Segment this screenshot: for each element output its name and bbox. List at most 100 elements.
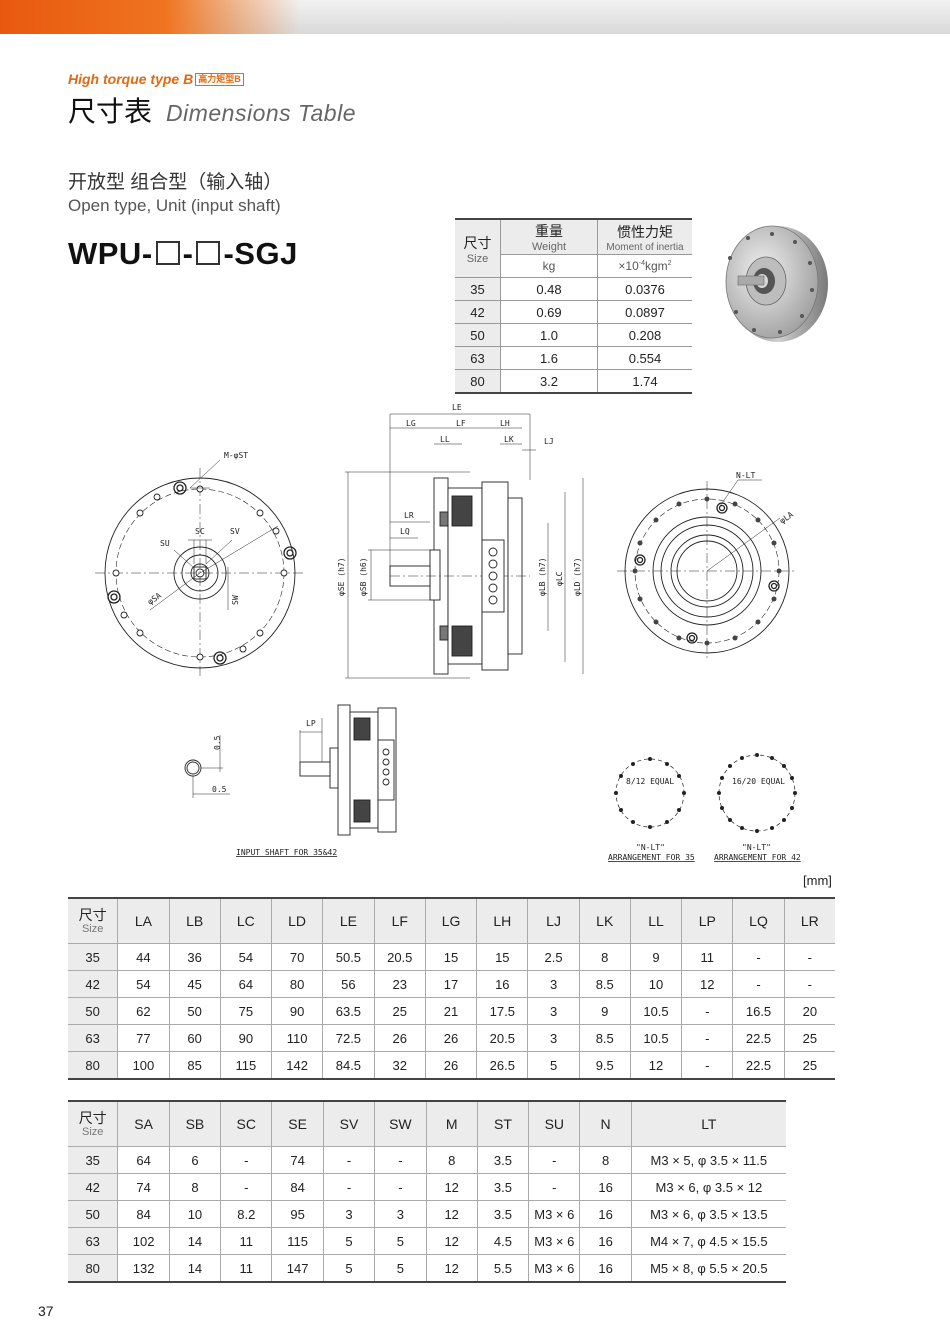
value-cell-se: 74 (271, 1146, 324, 1174)
size-header-en: Size (81, 1125, 104, 1138)
value-cell-lg: 15 (425, 943, 478, 971)
value-cell-lq: - (732, 970, 785, 998)
front-view (95, 459, 305, 678)
pattern-35-caption-2: ARRANGEMENT FOR 35 (608, 853, 695, 862)
inertia-cell: 0.554 (597, 346, 692, 370)
column-header-se: SE (271, 1101, 324, 1147)
value-cell-le: 63.5 (322, 997, 375, 1025)
value-cell-ll: 10.5 (630, 1024, 683, 1052)
value-cell-la: 77 (117, 1024, 170, 1052)
value-cell-sw: 3 (374, 1200, 427, 1228)
value-cell-lj: 5 (527, 1051, 580, 1080)
value-cell-sa: 84 (117, 1200, 170, 1228)
size-header-cn: 尺寸 (78, 1109, 107, 1126)
column-header-lc: LC (220, 898, 272, 944)
label-dim-horizontal: 0.5 (212, 785, 227, 794)
value-cell-lc: 90 (220, 1024, 272, 1052)
column-header-lp: LP (681, 898, 734, 944)
model-size-box (155, 241, 180, 265)
value-cell-lb: 60 (169, 1024, 221, 1052)
value-cell-ll: 10.5 (630, 997, 683, 1025)
value-cell-n: 8 (579, 1146, 632, 1174)
size-cell: 80 (68, 1254, 119, 1283)
value-cell-lf: 26 (374, 1024, 426, 1052)
label-lb: φLB (h7) (538, 557, 547, 596)
value-cell-m: 12 (426, 1227, 478, 1255)
value-cell-lc: 115 (220, 1051, 272, 1080)
value-cell-st: 3.5 (477, 1173, 530, 1201)
size-cell: 42 (455, 300, 501, 324)
value-cell-sc: 8.2 (220, 1200, 273, 1228)
label-sb: φSB (h6) (359, 557, 368, 596)
size-cell: 42 (68, 1173, 119, 1201)
size-cell: 50 (455, 323, 501, 347)
value-cell-sb: 10 (169, 1200, 222, 1228)
label-n-lt: N-LT (736, 471, 755, 480)
value-cell-lp: 12 (681, 970, 734, 998)
value-cell-su: M3 × 6 (528, 1254, 581, 1283)
subtitle-cn: 开放型 组合型（输入轴） (68, 172, 283, 193)
size-cell: 63 (68, 1024, 119, 1052)
value-cell-lc: 54 (220, 943, 272, 971)
weight-cell: 1.0 (500, 323, 598, 347)
value-cell-sa: 64 (117, 1146, 170, 1174)
value-cell-la: 54 (117, 970, 170, 998)
label-ll: LL (440, 435, 450, 444)
value-cell-sv: - (323, 1173, 376, 1201)
weight-unit: kg (500, 254, 598, 278)
label-ld: φLD (h7) (573, 557, 582, 596)
inertia-cell: 1.74 (597, 369, 692, 394)
column-header-lq: LQ (732, 898, 785, 944)
label-la: φLA (778, 510, 795, 526)
value-cell-lg: 17 (425, 970, 478, 998)
page-title-en: Dimensions Table (166, 100, 356, 126)
value-cell-lf: 23 (374, 970, 426, 998)
value-cell-la: 62 (117, 997, 170, 1025)
technical-drawing: M-φST SU SC SV φSA SW (95, 403, 801, 862)
value-cell-ld: 142 (271, 1051, 324, 1080)
value-cell-sv: 5 (323, 1227, 376, 1255)
column-header-st: ST (477, 1101, 530, 1147)
value-cell-le: 84.5 (322, 1051, 375, 1080)
size-cell: 50 (68, 1200, 119, 1228)
label-lc: φLC (555, 571, 564, 586)
pattern-42 (717, 753, 797, 833)
value-cell-se: 95 (271, 1200, 324, 1228)
label-lh: LH (500, 419, 510, 428)
value-cell-m: 12 (426, 1173, 478, 1201)
value-cell-lh: 17.5 (476, 997, 529, 1025)
size-cell: 35 (68, 943, 119, 971)
size-cell: 35 (68, 1146, 119, 1174)
value-cell-lb: 45 (169, 970, 221, 998)
value-cell-lt: M3 × 5, φ 3.5 × 11.5 (631, 1146, 786, 1174)
value-cell-sw: - (374, 1173, 427, 1201)
column-header-sb: SB (169, 1101, 222, 1147)
pattern-35-label: 8/12 EQUAL (626, 777, 674, 786)
value-cell-se: 115 (271, 1227, 324, 1255)
value-cell-lj: 3 (527, 997, 580, 1025)
value-cell-sb: 8 (169, 1173, 222, 1201)
column-header-ll: LL (630, 898, 683, 944)
product-photo (725, 225, 828, 342)
value-cell-sc: - (220, 1146, 273, 1174)
column-header-sc: SC (220, 1101, 273, 1147)
value-cell-lk: 8 (579, 943, 631, 971)
value-cell-lp: - (681, 997, 734, 1025)
input-shaft-view (184, 704, 397, 836)
label-le: LE (452, 403, 462, 412)
label-sv: SV (230, 527, 240, 536)
value-cell-sw: 5 (374, 1254, 427, 1283)
value-cell-m: 8 (426, 1146, 478, 1174)
